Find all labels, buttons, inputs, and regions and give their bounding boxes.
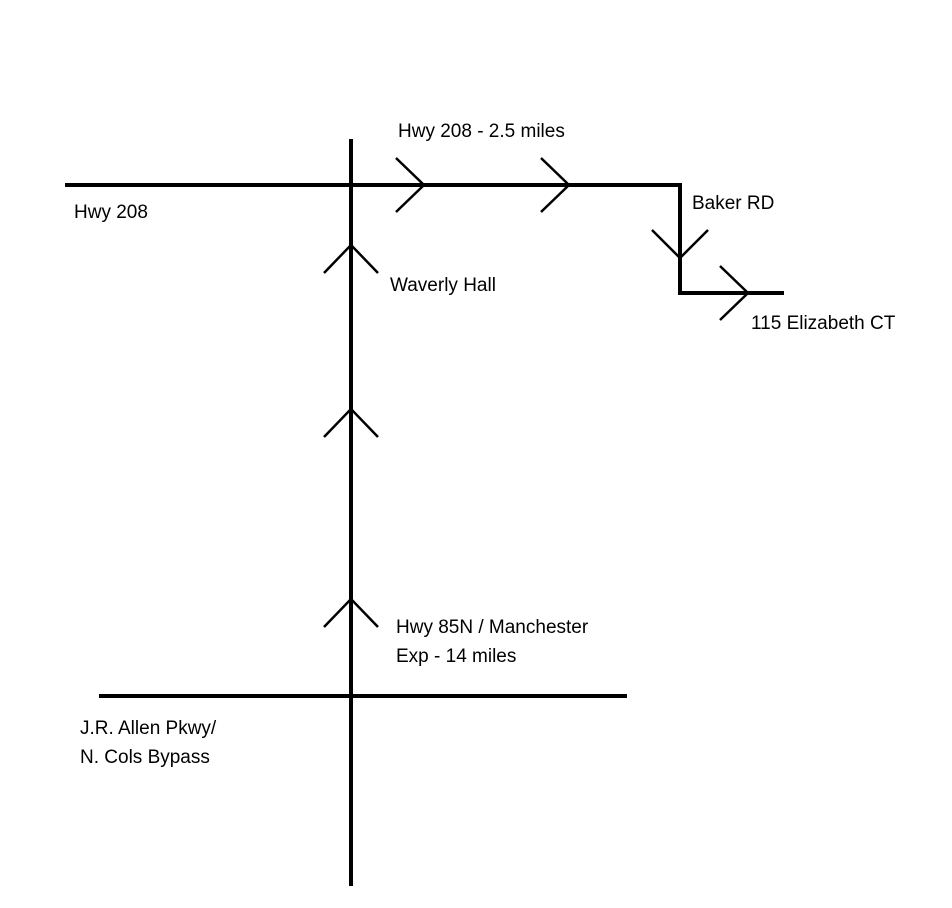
label-baker-rd: Baker RD: [692, 193, 775, 214]
label-hwy85-line1: Hwy 85N / Manchester: [396, 617, 589, 638]
label-jr-allen-line1: J.R. Allen Pkwy/: [80, 718, 217, 739]
arrow-down-icon: [651, 229, 709, 260]
label-destination: 115 Elizabeth CT: [751, 313, 896, 334]
label-waverly-hall: Waverly Hall: [390, 275, 496, 296]
label-hwy208-west: Hwy 208: [74, 202, 148, 223]
arrow-up-icon: [323, 597, 379, 628]
arrow-right-icon: [719, 265, 750, 321]
arrow-right-icon: [395, 157, 426, 213]
arrow-up-icon: [323, 243, 379, 274]
label-hwy208-route: Hwy 208 - 2.5 miles: [398, 121, 565, 142]
label-hwy85-line2: Exp - 14 miles: [396, 646, 517, 667]
label-jr-allen-line2: N. Cols Bypass: [80, 747, 210, 768]
arrow-up-icon: [323, 407, 379, 438]
arrow-right-icon: [540, 157, 571, 213]
